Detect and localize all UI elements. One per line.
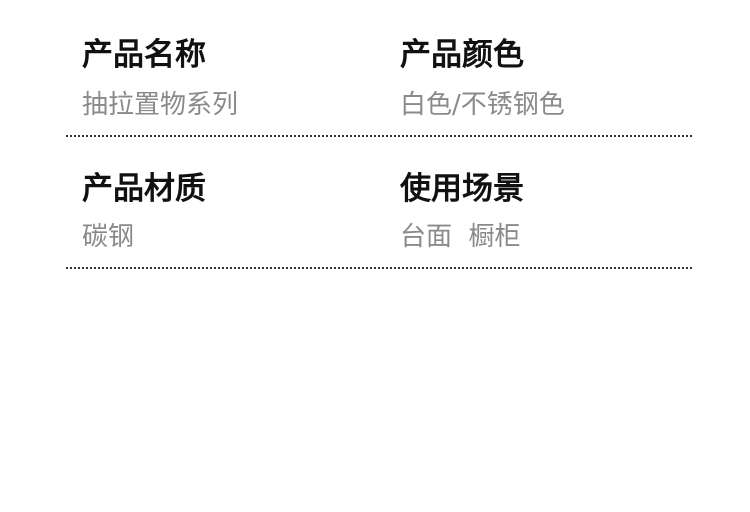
spec-label: 产品材质 — [82, 171, 206, 207]
row-divider — [66, 135, 692, 137]
spec-label: 使用场景 — [400, 171, 524, 207]
spec-label: 产品名称 — [82, 37, 206, 73]
spec-value: 碳钢 — [82, 222, 135, 252]
spec-value: 抽拉置物系列 — [82, 90, 239, 120]
spec-label: 产品颜色 — [400, 37, 524, 73]
spec-value: 台面 橱柜 — [400, 222, 521, 252]
row-divider — [66, 267, 692, 269]
spec-value: 白色/不锈钢色 — [400, 90, 565, 120]
